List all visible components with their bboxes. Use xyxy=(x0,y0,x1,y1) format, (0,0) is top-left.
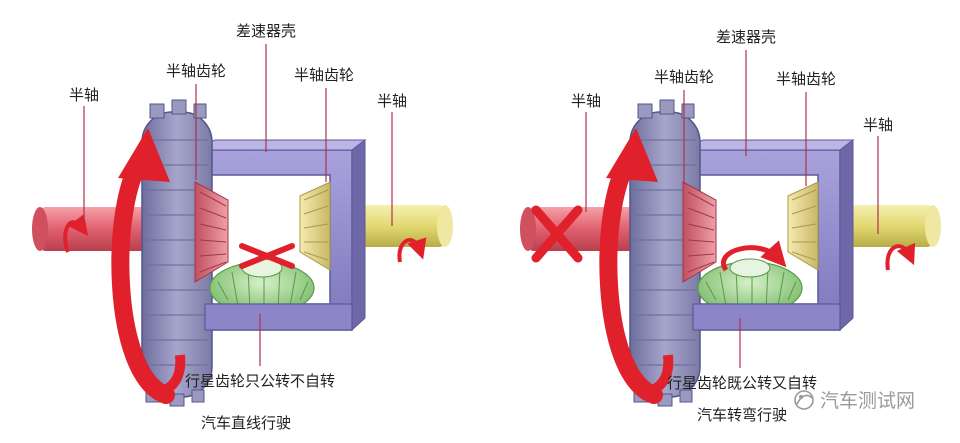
label-side-gear-left: 半轴齿轮 xyxy=(166,62,226,80)
cross-mark-icon xyxy=(239,243,295,269)
label-planet-gear: 行星齿轮只公转不自转 xyxy=(185,372,335,390)
leader-lines xyxy=(585,50,879,368)
differential-assembly-left xyxy=(32,100,453,406)
caption-right: 汽车转弯行驶 xyxy=(697,406,787,424)
watermark: 汽车测试网 xyxy=(794,390,915,412)
right-panel: 差速器壳 半轴齿轮 半轴齿轮 半轴 半轴 行星齿轮既公转又自转 汽车转弯行驶 xyxy=(520,28,941,424)
leader-lines xyxy=(83,44,393,366)
watermark-text: 汽车测试网 xyxy=(820,390,915,412)
label-half-shaft-right: 半轴 xyxy=(377,92,407,110)
label-housing: 差速器壳 xyxy=(236,22,296,40)
rotation-arrow-icon xyxy=(885,242,916,271)
label-half-shaft-left: 半轴 xyxy=(69,86,99,104)
label-side-gear-left: 半轴齿轮 xyxy=(654,68,714,86)
cross-mark-icon xyxy=(531,205,583,263)
label-housing: 差速器壳 xyxy=(716,28,776,46)
label-half-shaft-right: 半轴 xyxy=(863,116,893,134)
left-panel: 差速器壳 半轴齿轮 半轴齿轮 半轴 半轴 行星齿轮只公转不自转 汽车直线行驶 xyxy=(32,22,453,432)
rotation-arrow-icon xyxy=(397,237,427,263)
label-planet-gear: 行星齿轮既公转又自转 xyxy=(667,374,817,392)
rotation-arrow-icon xyxy=(721,240,787,272)
watermark-logo-icon xyxy=(794,390,814,410)
rotation-arrow-icon xyxy=(63,213,89,253)
caption-left: 汽车直线行驶 xyxy=(201,414,291,432)
label-side-gear-right: 半轴齿轮 xyxy=(294,66,354,84)
label-side-gear-right: 半轴齿轮 xyxy=(776,70,836,88)
label-half-shaft-left: 半轴 xyxy=(571,92,601,110)
